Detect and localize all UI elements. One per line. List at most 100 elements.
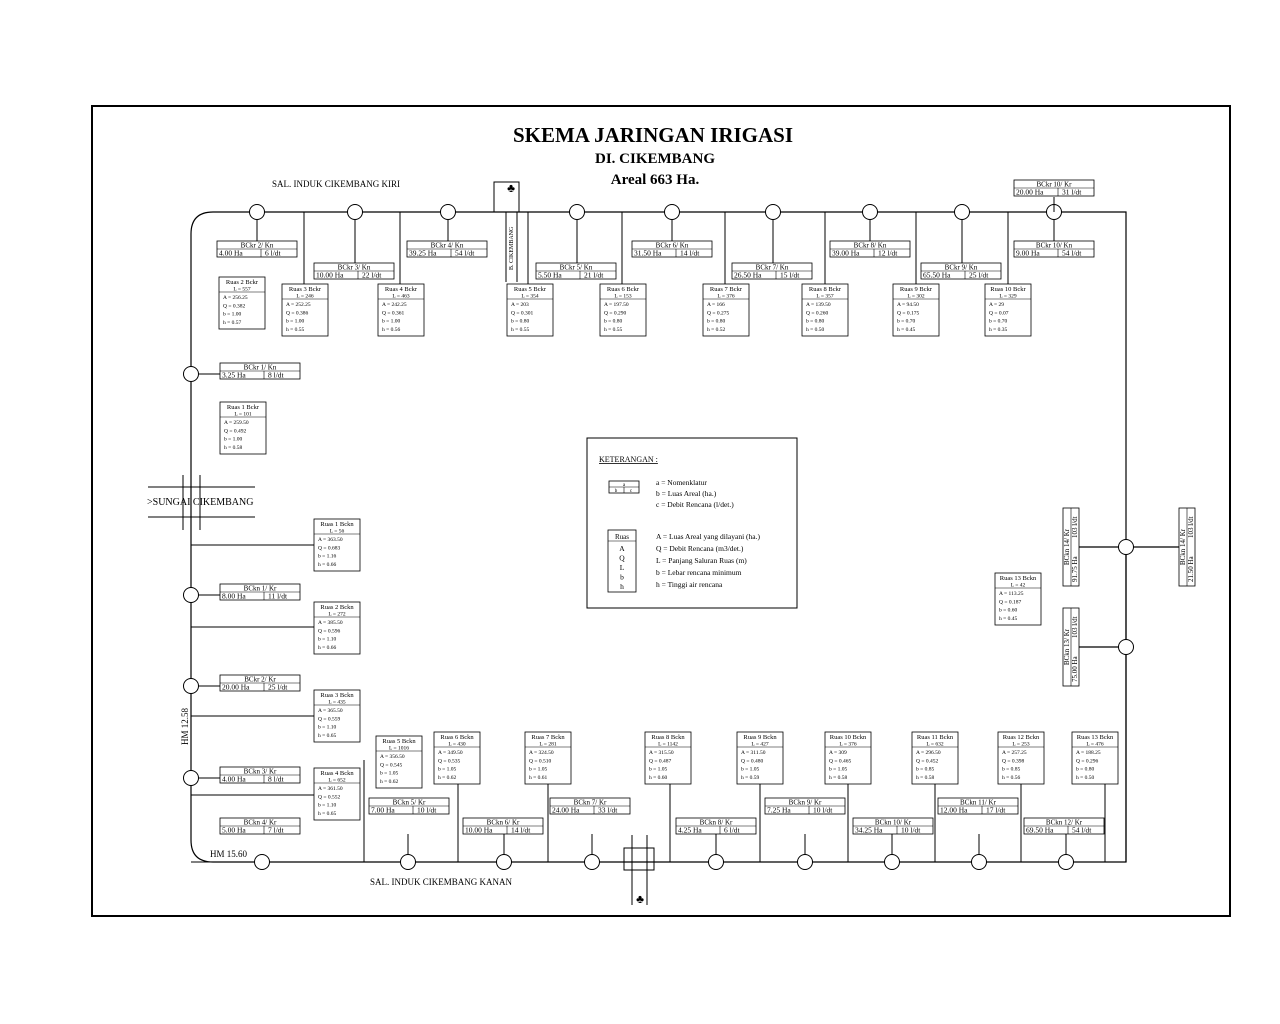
left-node [183, 678, 199, 694]
segment-value: h = 0.58 [829, 775, 847, 781]
legend-item: L = Panjang Saluran Ruas (m) [656, 556, 747, 565]
building-name: BCkn 12/ Kr [1046, 819, 1083, 827]
building-name: BCkr 2/ Kr [244, 676, 276, 684]
segment-value: A = 252.25 [286, 302, 311, 308]
building-flow: 8 l/dt [268, 775, 285, 784]
building-flow: 8 l/dt [268, 371, 285, 380]
building-flow: 17 l/dt [986, 806, 1006, 815]
bottom-node [797, 854, 813, 870]
segment-length: L = 281 [539, 742, 557, 748]
segment-name: Ruas 6 Bckr [607, 286, 640, 293]
segment-value: h = 0.59 [741, 775, 759, 781]
segment-value: A = 356.50 [380, 754, 405, 760]
building-area: 26.50 Ha [734, 271, 762, 280]
segment-length: L = 430 [448, 742, 466, 748]
segment-value: b = 0.85 [916, 767, 934, 773]
segment-value: Q = 0.187 [999, 599, 1021, 605]
segment-value: Q = 0.275 [707, 310, 729, 316]
building-flow: 6 l/dt [265, 249, 282, 258]
segment-value: h = 0.45 [999, 616, 1017, 622]
segment-value: Q = 0.452 [916, 758, 938, 764]
segment-box [984, 283, 1032, 337]
segment-value: h = 0.65 [318, 811, 336, 817]
building-name: BCkr 10/ Kn [1036, 242, 1073, 250]
segment-value: b = 1.10 [318, 803, 336, 809]
segment-value: h = 0.61 [529, 775, 547, 781]
building-flow: 103 l/dt [1071, 616, 1079, 638]
segment-value: b = 1.00 [286, 319, 304, 325]
top-node [954, 204, 970, 220]
building-area: 8.00 Ha [222, 592, 246, 601]
weir-bottom-box [623, 847, 655, 871]
segment-length: L = 357 [816, 294, 834, 300]
segment-length: L = 56 [330, 529, 345, 535]
building-flow: 10 l/dt [417, 806, 437, 815]
building-name: BCkr 1/ Kn [244, 364, 277, 372]
building-flow: 6 l/dt [724, 826, 741, 835]
segment-length: L = 376 [717, 294, 735, 300]
legend-nomen-b: b [615, 489, 618, 494]
segment-box [702, 283, 750, 337]
bottom-node [584, 854, 600, 870]
segment-name: Ruas 9 Bckn [743, 734, 777, 741]
building-flow: 15 l/dt [780, 271, 800, 280]
segment-value: h = 0.55 [286, 327, 304, 333]
segment-box [1071, 731, 1119, 785]
segment-box [506, 283, 554, 337]
segment-value: Q = 0.290 [604, 310, 626, 316]
building-name: BCkr 3/ Kn [338, 264, 371, 272]
segment-value: A = 365.50 [318, 708, 343, 714]
building-name: BCkr 7/ Kn [756, 264, 789, 272]
segment-value: A = 139.50 [806, 302, 831, 308]
building-area: 5.00 Ha [222, 826, 246, 835]
segment-box [644, 731, 692, 785]
building-name: BCkn 9/ Kr [789, 799, 822, 807]
segment-value: A = 296.50 [916, 750, 941, 756]
segment-length: L = 246 [296, 294, 314, 300]
segment-value: h = 0.62 [438, 775, 456, 781]
segment-value: A = 113.25 [999, 591, 1024, 597]
building-name: BCkn 4/ Kr [244, 819, 277, 827]
building-area: 24.00 Ha [552, 806, 580, 815]
segment-value: A = 324.50 [529, 750, 554, 756]
right-node [1118, 539, 1134, 555]
segment-name: Ruas 4 Bckn [320, 770, 354, 777]
diagram-subtitle: DI. CIKEMBANG [595, 151, 715, 167]
segment-value: A = 166 [707, 302, 725, 308]
segment-value: h = 0.62 [380, 779, 398, 785]
top-node [664, 204, 680, 220]
segment-box [911, 731, 959, 785]
segment-value: b = 1.00 [382, 319, 400, 325]
building-area: 7.25 Ha [767, 806, 791, 815]
segment-name: Ruas 8 Bckr [809, 286, 842, 293]
segment-length: L = 302 [907, 294, 925, 300]
top-node [249, 204, 265, 220]
segment-name: Ruas 2 Bckr [226, 279, 259, 286]
segment-length: L = 354 [521, 294, 539, 300]
building-flow: 14 l/dt [680, 249, 700, 258]
segment-name: Ruas 7 Bckr [710, 286, 743, 293]
building-flow: 25 l/dt [969, 271, 989, 280]
segment-value: h = 0.56 [1002, 775, 1020, 781]
segment-box [218, 276, 266, 330]
legend-ruas-title: Ruas [615, 533, 629, 541]
segment-box [433, 731, 481, 785]
building-area: 91.75 Ha [1071, 555, 1079, 582]
